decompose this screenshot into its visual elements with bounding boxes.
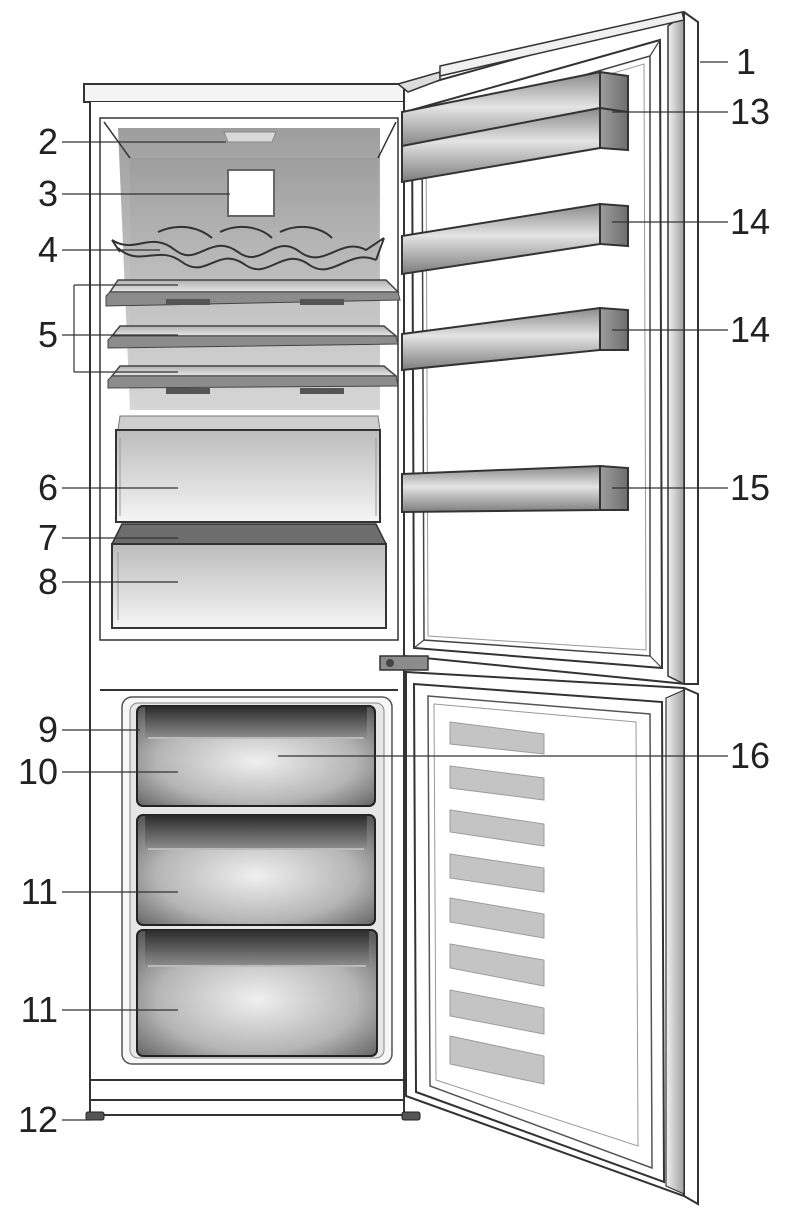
crisper-upper xyxy=(115,415,381,523)
callout-16: 16 xyxy=(730,735,771,776)
callout-2: 2 xyxy=(37,121,58,162)
callout-6: 6 xyxy=(37,467,58,508)
callout-10: 10 xyxy=(17,751,58,792)
callout-8: 8 xyxy=(37,561,58,602)
callout-15: 15 xyxy=(730,467,771,508)
crisper-lower xyxy=(110,523,388,629)
callout-13: 13 xyxy=(730,91,771,132)
callout-1: 1 xyxy=(736,41,757,82)
middle-hinge xyxy=(379,655,429,671)
feet xyxy=(85,1111,421,1121)
callout-14-upper: 14 xyxy=(730,201,771,242)
callout-11-upper: 11 xyxy=(20,871,58,912)
callout-14-lower: 14 xyxy=(730,309,771,350)
callout-9: 9 xyxy=(37,709,58,750)
interior-light xyxy=(223,131,277,143)
callout-11-lower: 11 xyxy=(20,989,58,1030)
thermostat-box xyxy=(227,169,275,217)
freezer-drawers xyxy=(136,705,378,1057)
leader-lines xyxy=(62,61,728,1121)
callout-4: 4 xyxy=(37,229,58,270)
callout-7: 7 xyxy=(37,517,58,558)
callout-3: 3 xyxy=(37,173,58,214)
door-balconies xyxy=(401,70,629,514)
freezer-door xyxy=(405,670,699,1206)
callout-12: 12 xyxy=(17,1099,58,1140)
freezer-door-stripes xyxy=(449,721,545,1085)
glass-shelves xyxy=(105,279,401,394)
callout-5: 5 xyxy=(37,314,58,355)
